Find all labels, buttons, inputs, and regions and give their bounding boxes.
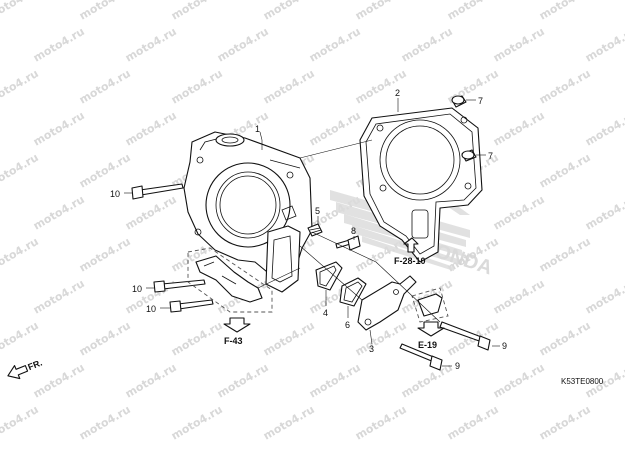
watermark-text: moto4.ru: [537, 319, 593, 359]
bolt-9-lower: [399, 343, 443, 371]
watermark-text: moto4.ru: [123, 193, 179, 233]
watermark-text: moto4.ru: [31, 193, 87, 233]
diagram-code: K53TE0800: [561, 377, 604, 386]
dowel-pin-upper: [451, 95, 467, 108]
cylinder: [183, 131, 313, 293]
ref-f43: F-43: [224, 336, 243, 346]
f43-reference-box: [187, 247, 273, 333]
callout-7-lower: 7: [488, 151, 493, 161]
e19-reference-box: [411, 287, 449, 337]
callout-7-upper: 7: [478, 96, 483, 106]
bracket-3: [357, 275, 417, 331]
callout-5: 5: [315, 206, 320, 216]
watermark-text: moto4.ru: [399, 361, 455, 401]
watermark-text: moto4.ru: [0, 319, 41, 359]
callout-8: 8: [351, 226, 356, 236]
watermark-text: moto4.ru: [169, 319, 225, 359]
watermark-text: moto4.ru: [353, 0, 409, 23]
watermark-text: moto4.ru: [123, 361, 179, 401]
watermark-text: moto4.ru: [353, 403, 409, 443]
front-arrow-icon: [7, 365, 29, 380]
bolt-10-lower: [169, 299, 214, 313]
callout-4: 4: [323, 308, 328, 318]
watermark-text: moto4.ru: [261, 319, 317, 359]
dowel-pin-lower: [461, 149, 477, 162]
callout-10-upper: 10: [110, 189, 120, 199]
e19-arrow-icon: [417, 321, 445, 337]
watermark-text: moto4.ru: [491, 193, 547, 233]
watermark-text: moto4.ru: [583, 277, 625, 317]
watermark-text: moto4.ru: [445, 0, 501, 23]
watermark-text: moto4.ru: [215, 25, 271, 65]
watermark-text: moto4.ru: [445, 403, 501, 443]
watermark-text: moto4.ru: [31, 277, 87, 317]
watermark-text: moto4.ru: [491, 109, 547, 149]
callout-6: 6: [345, 320, 350, 330]
watermark-text: moto4.ru: [399, 25, 455, 65]
reed-block-4: [315, 261, 343, 291]
watermark-text: moto4.ru: [169, 0, 225, 23]
f2810-arrow-icon: [403, 237, 419, 253]
callout-10-lower: 10: [146, 304, 156, 314]
leader-lines: [124, 98, 500, 367]
watermark-text: moto4.ru: [491, 277, 547, 317]
watermark-text: moto4.ru: [169, 67, 225, 107]
bolt-10-upper: [131, 183, 184, 200]
watermark-text: moto4.ru: [261, 403, 317, 443]
watermark-text: moto4.ru: [77, 235, 133, 275]
watermark-text: moto4.ru: [583, 25, 625, 65]
watermark-text: moto4.ru: [77, 0, 133, 23]
callout-9-right: 9: [502, 341, 507, 351]
watermark-text: moto4.ru: [537, 0, 593, 23]
callout-10-middle: 10: [132, 284, 142, 294]
watermark-text: moto4.ru: [537, 67, 593, 107]
watermark-text: moto4.ru: [123, 25, 179, 65]
front-indicator: FR.: [7, 358, 44, 380]
callout-2: 2: [395, 88, 400, 98]
watermark-text: moto4.ru: [583, 193, 625, 233]
bolt-10-middle: [153, 279, 206, 293]
watermark-text: moto4.ru: [77, 67, 133, 107]
watermark-text: moto4.ru: [0, 67, 41, 107]
watermark-text: moto4.ru: [0, 235, 41, 275]
watermark-text: moto4.ru: [307, 109, 363, 149]
watermark-text: moto4.ru: [491, 25, 547, 65]
watermark-text: moto4.ru: [169, 403, 225, 443]
watermark-text: moto4.ru: [0, 0, 41, 23]
watermark-text: moto4.ru: [261, 67, 317, 107]
watermark-text: moto4.ru: [31, 25, 87, 65]
watermark-text: moto4.ru: [537, 151, 593, 191]
callout-9-lower: 9: [455, 361, 460, 371]
watermark-text: moto4.ru: [307, 25, 363, 65]
callout-1: 1: [255, 124, 260, 134]
watermark-text: moto4.ru: [353, 67, 409, 107]
watermark-text: moto4.ru: [77, 403, 133, 443]
bolt-8: [335, 235, 361, 251]
watermark-text: moto4.ru: [77, 319, 133, 359]
watermark-text: moto4.ru: [307, 361, 363, 401]
f43-arrow-icon: [223, 317, 251, 333]
watermark-text: moto4.ru: [31, 109, 87, 149]
front-label: FR.: [26, 358, 43, 373]
watermark-text: moto4.ru: [537, 403, 593, 443]
watermark-text: moto4.ru: [583, 109, 625, 149]
watermark-text: moto4.ru: [261, 0, 317, 23]
watermark-text: moto4.ru: [77, 151, 133, 191]
head-gasket: [359, 107, 483, 263]
bolt-9-right: [439, 321, 491, 351]
ref-f2810: F-28-10: [394, 256, 426, 266]
watermark-text: moto4.ru: [0, 151, 41, 191]
watermark-text: moto4.ru: [215, 361, 271, 401]
watermark-text: moto4.ru: [0, 403, 41, 443]
watermark-text: moto4.ru: [537, 235, 593, 275]
watermark-text: moto4.ru: [123, 109, 179, 149]
watermark-text: moto4.ru: [491, 361, 547, 401]
ref-e19: E-19: [418, 340, 437, 350]
callout-3: 3: [369, 344, 374, 354]
